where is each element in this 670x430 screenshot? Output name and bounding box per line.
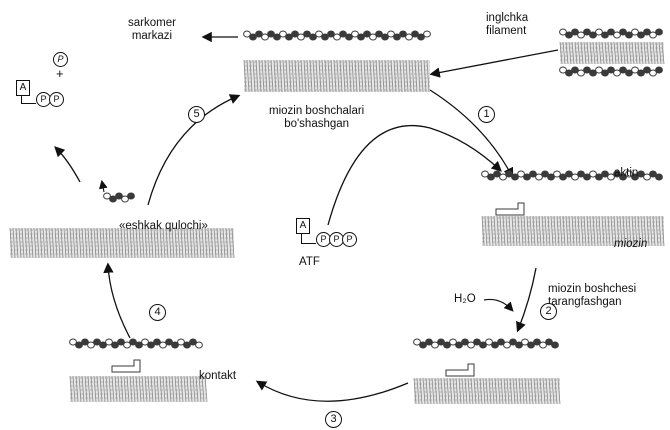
adp-phosphate-2: P bbox=[49, 92, 64, 107]
thin-filament-2 bbox=[559, 41, 665, 65]
label-atp: ATF bbox=[299, 256, 320, 268]
atp-molecule-icon: A P P P bbox=[296, 218, 386, 258]
myosin-head-right bbox=[495, 202, 525, 216]
adenine-box: A bbox=[296, 218, 310, 234]
label-thin-filament: inglchka filament bbox=[486, 12, 529, 37]
arrow-step-4 bbox=[103, 262, 131, 339]
plus-sign: + bbox=[56, 66, 64, 81]
adp-products-icon: P + A P P bbox=[16, 52, 106, 122]
arrow-release-adp bbox=[54, 146, 81, 183]
step-4-marker: 4 bbox=[149, 304, 166, 321]
step-5-marker: 5 bbox=[188, 106, 205, 123]
myosin-filament-bottom-right bbox=[413, 377, 561, 405]
arrow-step-2 bbox=[516, 267, 537, 333]
label-myosin: miozin bbox=[614, 238, 648, 250]
actin-filament-bottom-right bbox=[413, 338, 559, 349]
myosin-head-bottom-right bbox=[445, 363, 475, 377]
adp-phosphate-1: P bbox=[36, 92, 51, 107]
arrow-step-3 bbox=[255, 380, 409, 402]
myosin-filament-top bbox=[243, 59, 430, 93]
adp-base-box: A bbox=[16, 80, 30, 96]
arrow-thin-filament bbox=[429, 49, 559, 78]
actin-fragment-left bbox=[103, 192, 135, 203]
label-heads-relaxed: miozin boshchalari bo'shashgan bbox=[269, 105, 365, 130]
actin-filament-top bbox=[243, 30, 431, 41]
actin-filament-bottom-left bbox=[69, 338, 203, 349]
label-actin: aktin bbox=[614, 167, 639, 179]
label-rowing-stroke: «eshkak qulochi» bbox=[119, 220, 208, 232]
arrow-water bbox=[483, 298, 514, 312]
free-phosphate: P bbox=[53, 52, 68, 67]
arrow-atp-binding bbox=[327, 124, 502, 226]
myosin-filament-right bbox=[481, 215, 665, 247]
step-1-marker: 1 bbox=[478, 106, 495, 123]
actin-filament-right bbox=[481, 170, 663, 181]
myosin-filament-left bbox=[9, 227, 235, 259]
myosin-filament-bottom-left bbox=[69, 375, 208, 403]
arrow-step-5 bbox=[147, 94, 241, 206]
arrow-step-1 bbox=[429, 89, 514, 179]
step-3-marker: 3 bbox=[325, 411, 342, 428]
step-2-marker: 2 bbox=[540, 303, 557, 320]
myosin-head-bottom-left bbox=[111, 359, 141, 373]
label-water: H₂O bbox=[454, 293, 476, 305]
thin-filament-3 bbox=[559, 66, 663, 77]
label-sarcomere-center: sarkomer markazi bbox=[128, 17, 176, 42]
phosphate-3: P bbox=[342, 232, 357, 247]
arrow-release-small bbox=[98, 179, 108, 193]
thin-filament-1 bbox=[559, 28, 663, 39]
label-contact: kontakt bbox=[199, 370, 237, 382]
label-head-tensed: miozin boshchesi tarangfashgan bbox=[548, 283, 637, 308]
